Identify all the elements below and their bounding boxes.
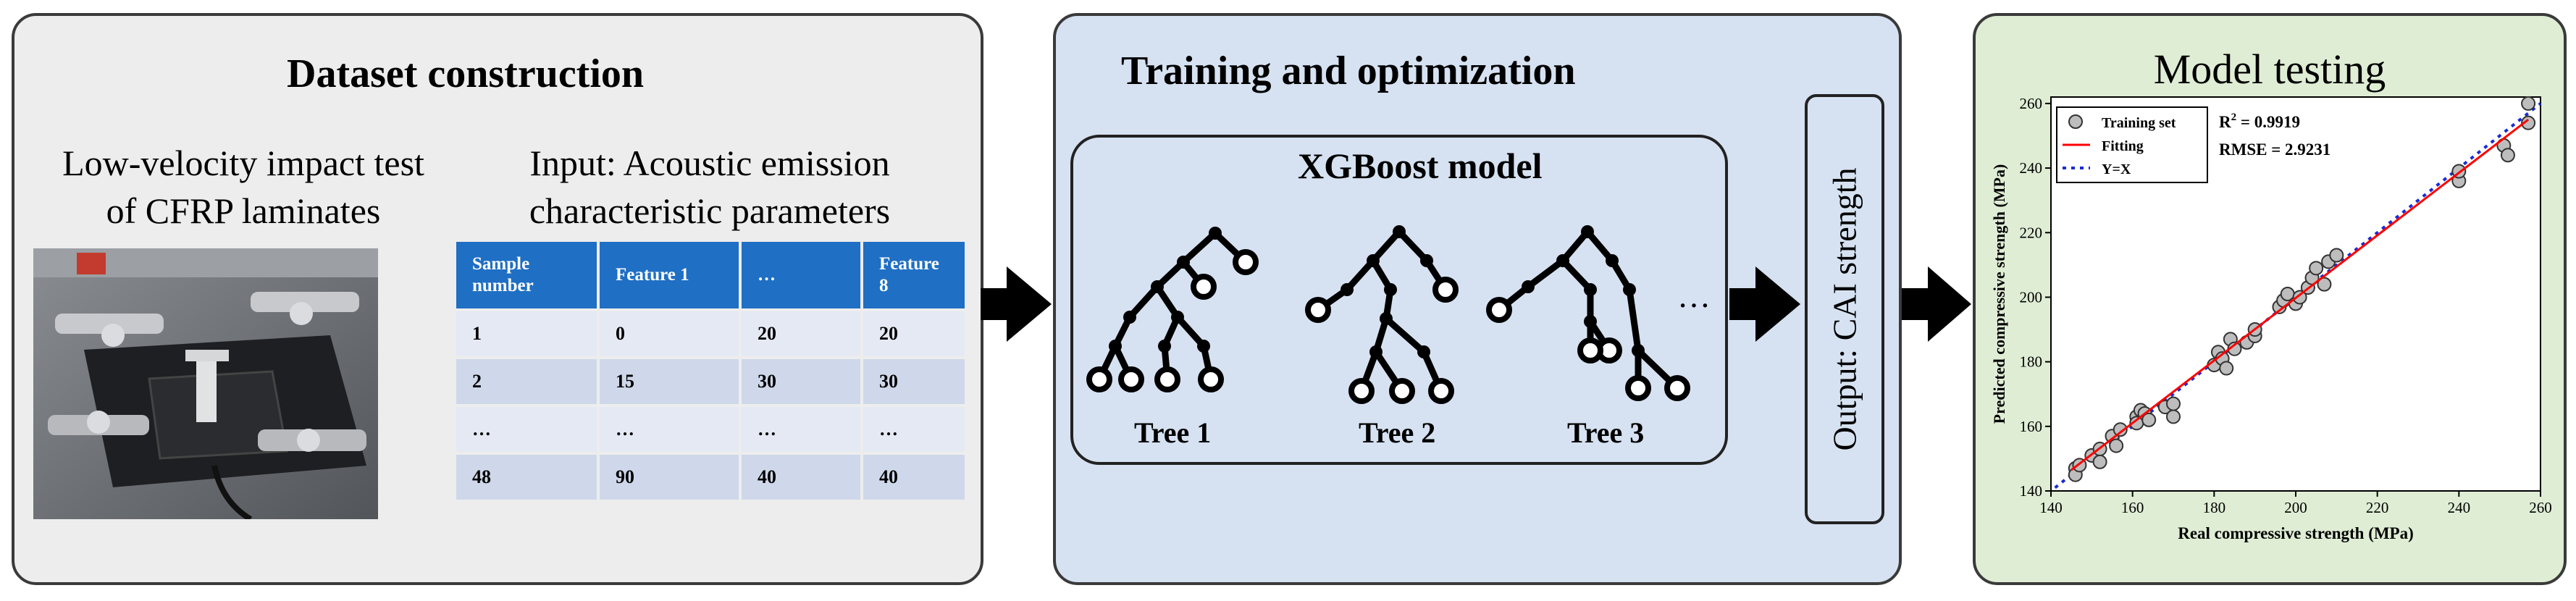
output-box: Output: CAI strength xyxy=(1805,94,1884,524)
output-cai-strength-label: Output: CAI strength xyxy=(1826,167,1863,451)
impact-test-photo xyxy=(33,248,378,519)
table-header-row: Sample number Feature 1 … Feature 8 xyxy=(456,242,965,308)
table-cell: 40 xyxy=(742,455,860,500)
table-cell: 20 xyxy=(742,311,860,356)
impact-test-caption-line2: of CFRP laminates xyxy=(106,190,381,231)
xgboost-model-title: XGBoost model xyxy=(1298,146,1543,186)
arrow-dataset-to-training xyxy=(981,266,1052,342)
xgboost-model-box xyxy=(1070,135,1728,465)
table-row: … … … … xyxy=(456,407,965,452)
table-cell: … xyxy=(742,407,860,452)
table-cell: 0 xyxy=(600,311,739,356)
impact-test-caption-line1: Low-velocity impact test xyxy=(62,143,424,183)
table-cell: 48 xyxy=(456,455,597,500)
table-cell: 90 xyxy=(600,455,739,500)
input-caption-line2: characteristic parameters xyxy=(529,190,891,231)
table-header: Feature 8 xyxy=(863,242,965,308)
more-trees-ellipsis: … xyxy=(1677,277,1711,314)
table-cell: … xyxy=(863,407,965,452)
table-cell: 2 xyxy=(456,359,597,404)
table-header: Feature 1 xyxy=(600,242,739,308)
tree-3-label: Tree 3 xyxy=(1567,416,1645,449)
table-cell: 20 xyxy=(863,311,965,356)
table-cell: … xyxy=(600,407,739,452)
table-row: 2 15 30 30 xyxy=(456,359,965,404)
model-testing-panel xyxy=(1973,13,2567,585)
tree-2-label: Tree 2 xyxy=(1359,416,1436,449)
table-header: Sample number xyxy=(456,242,597,308)
input-caption-line1: Input: Acoustic emission xyxy=(529,143,890,183)
training-title: Training and optimization xyxy=(1121,49,1576,93)
table-row: 48 90 40 40 xyxy=(456,455,965,500)
table-header: … xyxy=(742,242,860,308)
testing-title: Model testing xyxy=(2153,46,2386,93)
table-row: 1 0 20 20 xyxy=(456,311,965,356)
tree-1-label: Tree 1 xyxy=(1134,416,1212,449)
table-cell: 30 xyxy=(863,359,965,404)
arrow-training-to-testing xyxy=(1902,266,1971,342)
dataset-title: Dataset construction xyxy=(287,51,645,96)
table-cell: 1 xyxy=(456,311,597,356)
table-cell: 15 xyxy=(600,359,739,404)
table-cell: 40 xyxy=(863,455,965,500)
table-cell: 30 xyxy=(742,359,860,404)
table-cell: … xyxy=(456,407,597,452)
dataset-table: Sample number Feature 1 … Feature 8 1 0 … xyxy=(453,239,968,503)
